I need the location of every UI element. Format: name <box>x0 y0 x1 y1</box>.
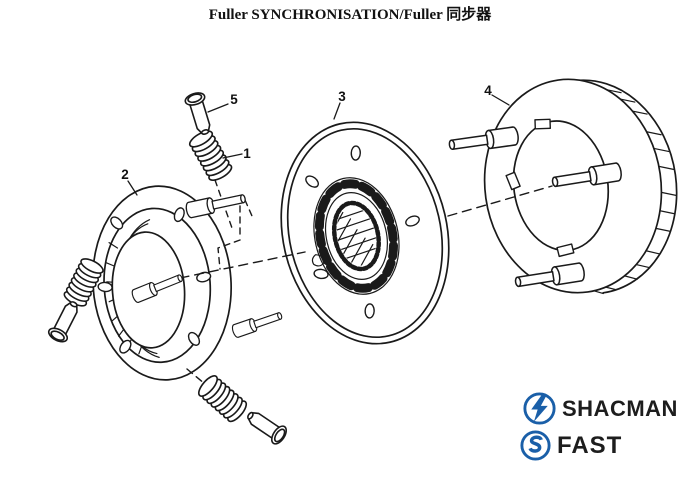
detent-pin-bottom-center <box>242 405 291 448</box>
shacman-label: SHACMAN <box>562 395 678 421</box>
part2-pin-bottom <box>230 308 285 339</box>
callout-4: 4 <box>484 83 492 98</box>
detent-pin-part-5 <box>182 89 217 138</box>
part-4-rear-synchro-ring <box>483 78 678 295</box>
part2-pin-top <box>184 189 248 220</box>
clutch-teeth-hatching <box>593 89 677 295</box>
flange-holes <box>97 207 212 354</box>
plate-holes <box>305 145 420 319</box>
callout-2: 2 <box>121 167 129 182</box>
callout-numbers: 1 2 3 4 5 <box>121 83 492 182</box>
gear-hub <box>313 177 400 295</box>
shacman-logo: SHACMAN <box>522 391 678 426</box>
page-title: Fuller SYNCHRONISATION/Fuller 同步器 <box>208 7 492 23</box>
fast-label: FAST <box>557 431 623 459</box>
callout-leader-lines <box>127 94 510 196</box>
part-3-center-plate <box>280 121 450 345</box>
shacman-lightning-bolt-icon <box>523 392 556 425</box>
spring-bottom-center <box>194 372 251 426</box>
index-notches <box>505 118 575 258</box>
callout-5: 5 <box>230 92 238 107</box>
callout-3: 3 <box>338 89 346 104</box>
fast-s-emblem-icon <box>520 430 551 461</box>
spring-part-1 <box>186 127 235 185</box>
retainer-key <box>311 254 325 267</box>
spline-hatching <box>331 207 381 269</box>
fast-logo: FAST <box>519 429 622 462</box>
callout-1: 1 <box>243 146 251 161</box>
